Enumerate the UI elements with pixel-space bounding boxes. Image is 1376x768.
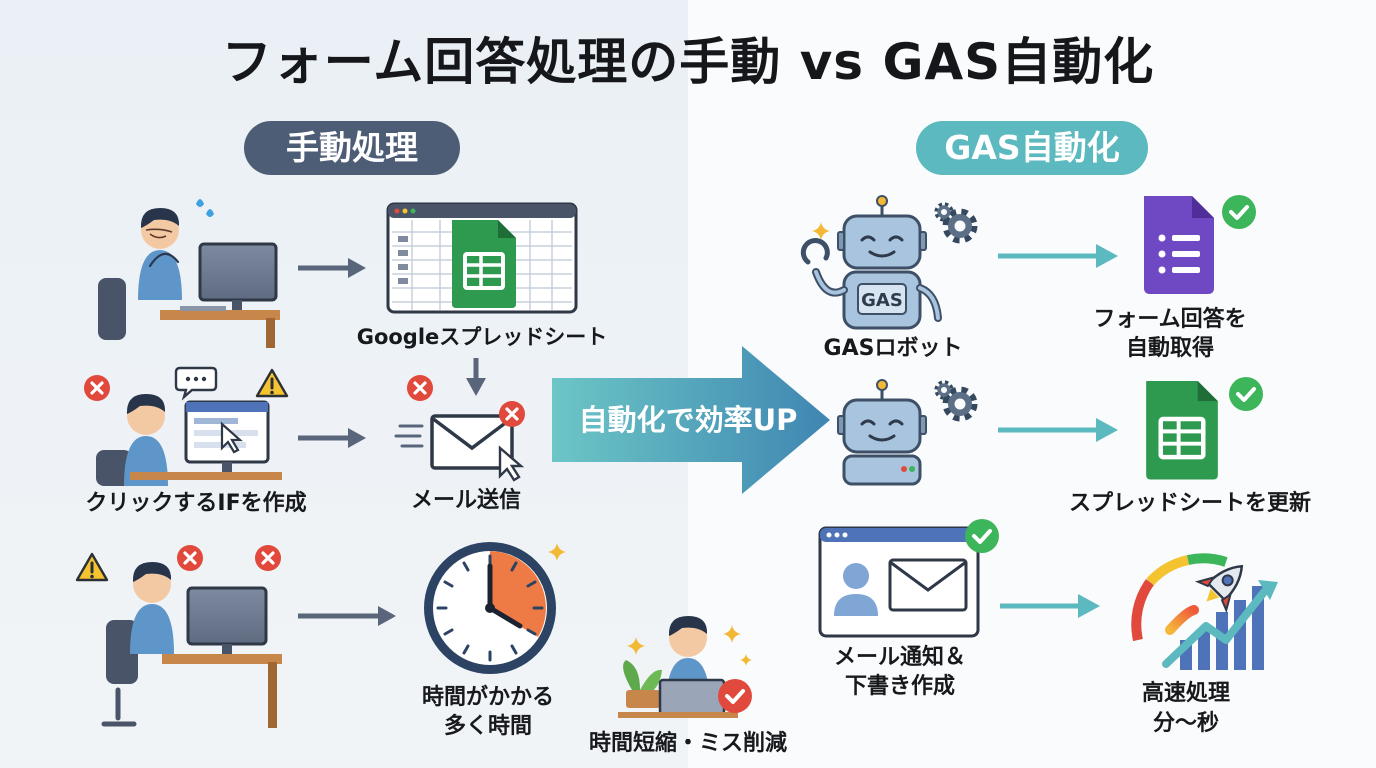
- robot-icon: GAS: [800, 194, 974, 330]
- arrow-gas-3: [1078, 594, 1100, 618]
- error-icon: [253, 543, 283, 573]
- robot-badge: GAS: [861, 290, 903, 311]
- gear-icon: [946, 390, 974, 418]
- label-speed-1: 高速処理: [1142, 680, 1230, 706]
- check-icon: [1227, 375, 1265, 413]
- label-form-1: フォーム回答を: [1093, 306, 1246, 332]
- gear-icon: [946, 212, 974, 240]
- manual-section-header: 手動処理: [244, 121, 460, 175]
- error-icon: [82, 373, 112, 403]
- worker-create-if-icon: [82, 366, 289, 486]
- arrow-manual-1: [348, 258, 366, 278]
- browser-mail-icon: [818, 517, 1001, 638]
- label-form-2: 自動取得: [1126, 335, 1214, 361]
- chat-bubble-icon: [174, 366, 218, 401]
- label-mail-2: 下書き作成: [845, 673, 955, 699]
- label-create-if: クリックするIFを作成: [85, 491, 306, 516]
- worker-waiting-icon: [75, 543, 283, 728]
- robot-icon: [836, 378, 974, 486]
- efficiency-arrow: [552, 346, 830, 494]
- arrow-manual-2: [348, 428, 366, 448]
- label-benefit: 時間短縮・ミス削減: [589, 730, 787, 756]
- warning-icon: [255, 368, 289, 398]
- label-takes-time-1: 時間がかかる: [422, 684, 554, 710]
- label-robot: GASロボット: [824, 336, 963, 361]
- error-icon: [175, 543, 205, 573]
- arrow-gas-1: [1096, 244, 1118, 268]
- forms-icon: [1144, 193, 1258, 294]
- sheets-icon: [386, 202, 578, 314]
- arrow-down-manual: [466, 378, 486, 396]
- stressed-worker-icon: [98, 199, 280, 348]
- mail-icon: [394, 373, 527, 482]
- label-sheet-update: スプレッドシートを更新: [1069, 490, 1311, 516]
- check-icon: [1220, 193, 1258, 231]
- label-mail-1: メール通知＆: [834, 644, 966, 670]
- arrow-gas-2: [1096, 418, 1118, 442]
- label-takes-time-2: 多く時間: [444, 713, 532, 739]
- clock-icon: [424, 542, 566, 674]
- label-send-mail: メール送信: [411, 487, 521, 513]
- speedometer-rocket-icon: [1131, 553, 1278, 670]
- warning-icon: [75, 552, 109, 582]
- label-spreadsheet: Googleスプレッドシート: [357, 325, 608, 349]
- gas-section-header: GAS自動化: [916, 121, 1148, 175]
- page-title: フォーム回答処理の手動 vs GAS自動化: [221, 33, 1155, 91]
- arrow-manual-3: [378, 606, 396, 626]
- sheets-icon: [1146, 375, 1265, 480]
- label-speed-2: 分〜秒: [1153, 711, 1219, 736]
- check-icon: [963, 517, 1001, 555]
- arrow-text: 自動化で効率UP: [579, 403, 798, 437]
- happy-worker-icon: [618, 616, 752, 718]
